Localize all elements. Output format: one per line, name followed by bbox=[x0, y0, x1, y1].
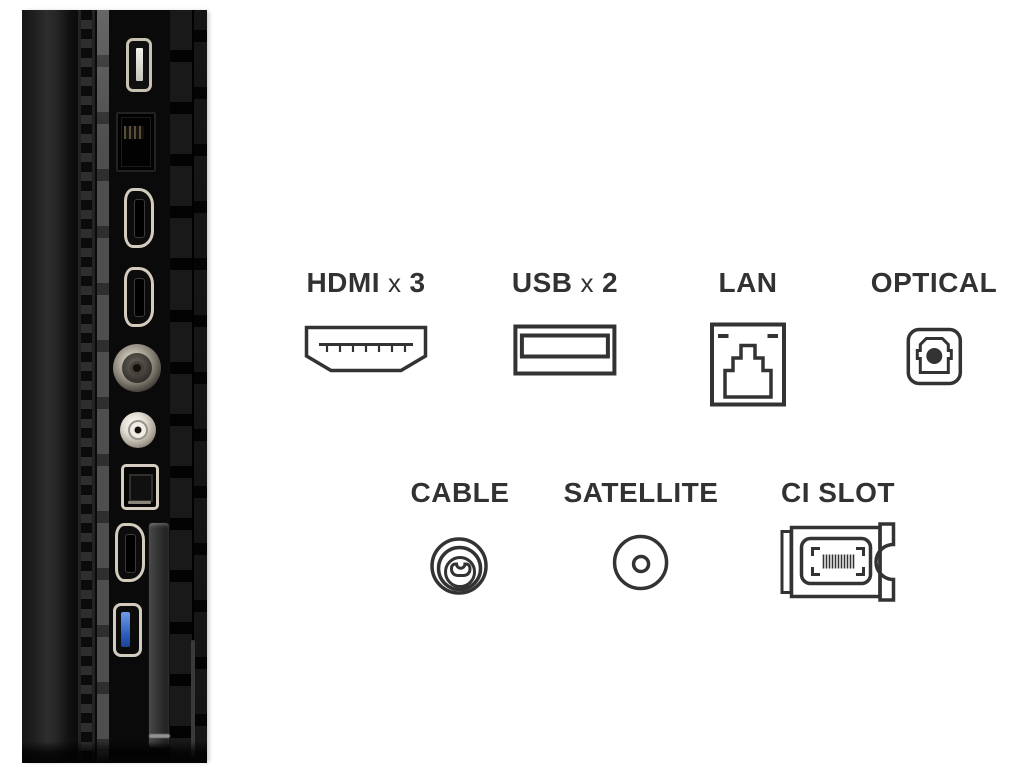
legend-lan: LAN bbox=[710, 268, 787, 407]
usb-label-name: USB bbox=[511, 267, 573, 298]
antenna-coax-connector bbox=[113, 344, 161, 392]
back-texture-inner bbox=[170, 10, 192, 763]
usb-label-times: x bbox=[580, 268, 595, 298]
cable-label: CABLE bbox=[410, 477, 510, 508]
hdmi-connector-icon bbox=[304, 325, 428, 373]
usb-connector-icon bbox=[513, 324, 617, 376]
vent-dots-column bbox=[78, 10, 95, 763]
hdmi-label-count: 3 bbox=[409, 267, 426, 298]
satellite-connector bbox=[120, 412, 156, 448]
side-trim-strip bbox=[97, 10, 109, 763]
cable-coax-icon bbox=[430, 537, 489, 595]
legend-ci-slot: CI SLOT bbox=[780, 478, 896, 602]
ci-slot bbox=[148, 522, 170, 748]
ci-module-icon bbox=[780, 522, 896, 602]
satellite-fconnector-icon bbox=[613, 534, 669, 591]
tv-side-panel-photo bbox=[22, 10, 207, 763]
lan-port bbox=[116, 112, 156, 172]
ci-slot-label: CI SLOT bbox=[781, 477, 895, 508]
usb3-port bbox=[113, 603, 142, 657]
panel-glint bbox=[149, 734, 170, 738]
optical-label: OPTICAL bbox=[870, 267, 998, 298]
hdmi-port bbox=[124, 267, 154, 327]
hdmi-label-times: x bbox=[387, 268, 402, 298]
optical-port bbox=[121, 464, 159, 510]
tv-bezel-edge bbox=[22, 10, 78, 763]
optical-toslink-icon bbox=[906, 327, 962, 386]
legend-cable: CABLE bbox=[411, 478, 510, 602]
lan-label: LAN bbox=[718, 267, 778, 298]
hdmi-port bbox=[124, 188, 154, 248]
hdmi-port bbox=[115, 523, 145, 582]
hdmi-label-name: HDMI bbox=[306, 267, 380, 298]
satellite-label: SATELLITE bbox=[563, 477, 719, 508]
usb-label-count: 2 bbox=[602, 267, 619, 298]
panel-seam bbox=[191, 640, 195, 758]
back-texture-edge bbox=[192, 10, 207, 763]
usb-port bbox=[126, 38, 152, 92]
legend-optical: OPTICAL bbox=[871, 268, 997, 386]
legend-satellite: SATELLITE bbox=[564, 478, 719, 593]
lan-rj45-icon bbox=[710, 322, 786, 407]
